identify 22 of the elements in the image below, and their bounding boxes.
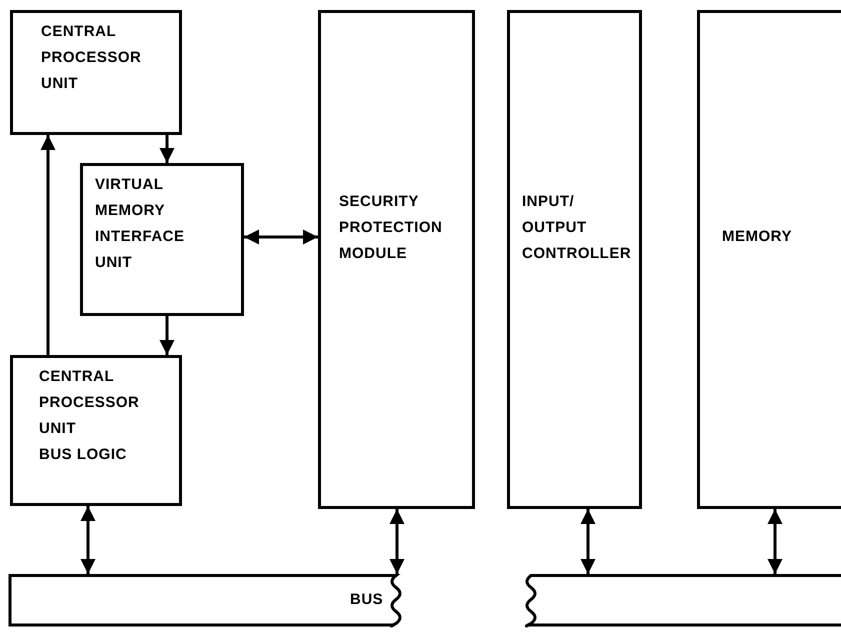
box-label: BUS LOGIC <box>39 445 127 465</box>
box-label: BUS <box>350 590 384 610</box>
process-box <box>10 10 182 135</box>
arrow <box>160 316 174 355</box>
arrow <box>244 230 318 244</box>
arrow <box>390 509 404 574</box>
process-box <box>507 10 642 509</box>
arrow <box>80 506 96 574</box>
arrow <box>160 135 174 163</box>
process-box <box>697 10 841 509</box>
arrow <box>768 509 782 574</box>
box-label: SECURITY PROTECTION MODULE <box>339 192 442 264</box>
arrow <box>580 509 596 574</box>
process-box <box>80 163 244 316</box>
arrow <box>40 135 56 355</box>
process-box <box>318 10 475 509</box>
box-label: MEMORY <box>722 227 792 247</box>
box-label: CENTRAL PROCESSOR UNIT <box>41 22 142 94</box>
process-box <box>10 355 182 506</box>
box-label: INPUT/ OUTPUT CONTROLLER <box>522 192 632 264</box>
box-label: CENTRAL PROCESSOR UNIT <box>39 367 140 439</box>
box-label: VIRTUAL MEMORY INTERFACE UNIT <box>95 175 185 273</box>
